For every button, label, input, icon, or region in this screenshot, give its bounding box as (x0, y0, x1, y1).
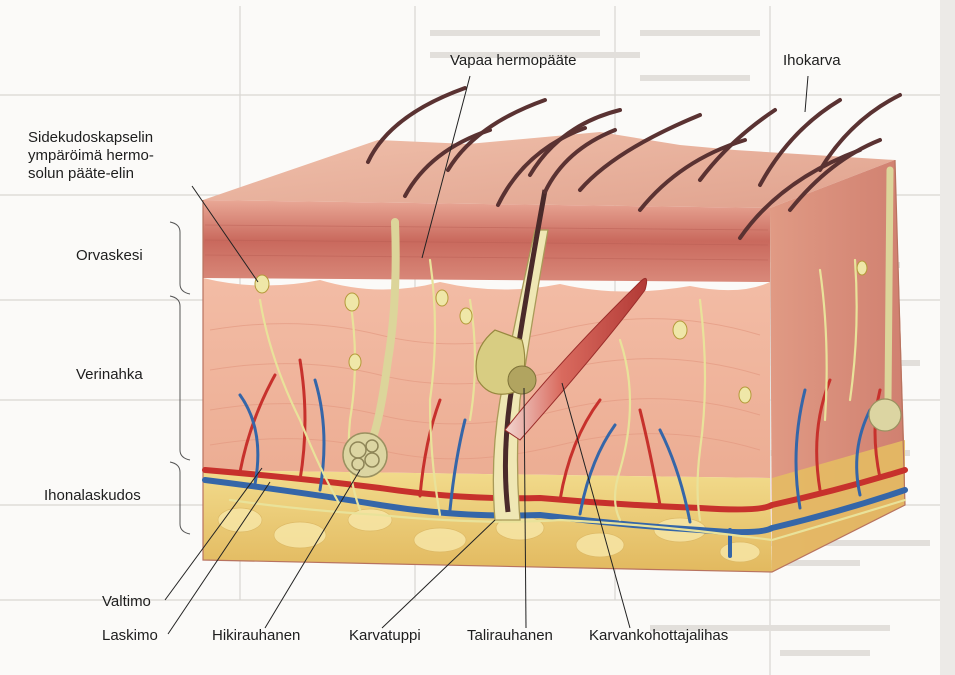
label-hikirauhanen: Hikirauhanen (212, 627, 300, 645)
label-talirauhanen: Talirauhanen (467, 627, 553, 645)
label-vapaa-hermopaate: Vapaa hermopääte (450, 52, 576, 70)
label-verinahka: Verinahka (76, 366, 143, 384)
layer-brackets (170, 222, 190, 534)
label-ihokarva: Ihokarva (783, 52, 841, 70)
label-sidekudoskapselin: Sidekudoskapselin ympäröimä hermo- solun… (28, 129, 154, 183)
label-valtimo: Valtimo (102, 593, 151, 611)
label-karvankohottajalihas: Karvankohottajalihas (589, 627, 728, 645)
label-laskimo: Laskimo (102, 627, 158, 645)
label-karvatuppi: Karvatuppi (349, 627, 421, 645)
label-ihonalaskudos: Ihonalaskudos (44, 487, 141, 505)
label-orvaskesi: Orvaskesi (76, 247, 143, 265)
